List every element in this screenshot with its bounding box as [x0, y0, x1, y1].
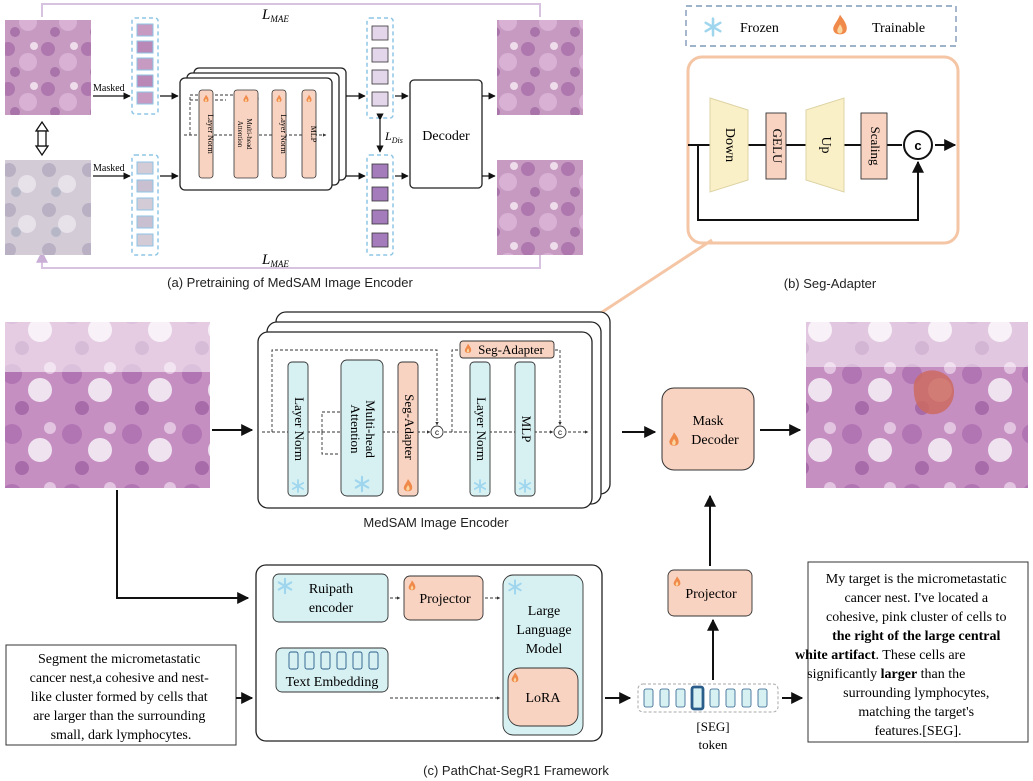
svg-text:Decoder: Decoder: [691, 433, 739, 448]
svg-text:encoder: encoder: [309, 601, 354, 616]
loss-dis: LDis: [384, 129, 403, 145]
projector-outer: [667, 569, 753, 617]
panel-c: Layer Norm Multi-headAttention Seg-Adapt…: [5, 311, 1029, 778]
svg-text:MLP: MLP: [519, 416, 534, 443]
panel-a: LMAE LMAE Masked Masked: [5, 3, 583, 290]
scaling-block: [860, 112, 888, 180]
mlp-block-a: [301, 89, 317, 179]
svg-text:Down: Down: [722, 128, 737, 162]
attention-block-a: [233, 89, 259, 179]
masked-patches-bottom: [131, 154, 159, 256]
c-circle-icon: [430, 425, 444, 439]
c-circle-icon: [553, 425, 567, 439]
up-block: [805, 97, 845, 193]
svg-text:Seg-Adapter: Seg-Adapter: [402, 394, 417, 460]
down-block: [709, 97, 749, 193]
mae-loop-bottom: [36, 245, 541, 269]
input-image-top: [5, 20, 91, 115]
prompt-box: [5, 644, 237, 746]
caption-a: (a) Pretraining of MedSAM Image Encoder: [167, 275, 413, 290]
svg-text:Projector: Projector: [419, 592, 471, 607]
svg-text:Layer Norm: Layer Norm: [279, 114, 288, 154]
layer-norm-block-a1: [198, 89, 214, 179]
seg-token-sublabel: token: [699, 737, 728, 752]
masked-patches-top: [131, 17, 159, 115]
svg-text:Projector: Projector: [685, 587, 737, 602]
response-text: My target is the micrometastatic cancer …: [795, 572, 1010, 739]
features-bottom: [366, 154, 394, 256]
ruipath-encoder: [272, 573, 389, 623]
mlp-block-c: [514, 361, 536, 497]
svg-text:Model: Model: [526, 642, 563, 657]
c-circle-icon: [903, 130, 933, 160]
svg-text:c: c: [914, 138, 921, 153]
legend: Frozen Trainable: [685, 5, 957, 47]
embedding-tokens: [288, 651, 379, 670]
svg-text:Seg-Adapter: Seg-Adapter: [478, 342, 544, 357]
svg-text:LoRA: LoRA: [526, 691, 562, 706]
seg-adapter-block-c: [397, 361, 419, 497]
segmentation-mask: [913, 370, 955, 415]
svg-text:Scaling: Scaling: [868, 127, 883, 166]
svg-text:Layer Norm: Layer Norm: [474, 397, 489, 461]
svg-text:c: c: [435, 428, 439, 437]
seg-token-label: [SEG]: [696, 719, 729, 734]
svg-text:Up: Up: [818, 136, 833, 153]
mae-loop-top: [41, 3, 541, 17]
patch-stack-top: [136, 23, 154, 105]
svg-text:Text Embedding: Text Embedding: [286, 675, 379, 690]
prompt-text: Segment the micrometastatic cancer nest,…: [30, 652, 213, 743]
layer-norm-block-a2: [271, 89, 287, 179]
caption-c: (c) PathChat-SegR1 Framework: [423, 763, 609, 778]
response-box: [807, 561, 1029, 743]
svg-text:Language: Language: [516, 623, 571, 638]
input-image-bottom: [5, 160, 91, 255]
encoder-label: MedSAM Image Encoder: [363, 515, 509, 530]
medsam-blocks: Layer Norm Multi-headAttention Seg-Adapt…: [287, 359, 536, 497]
patch-stack-bottom: [136, 161, 154, 247]
mask-decoder: [661, 387, 755, 471]
svg-text:Mask: Mask: [692, 414, 723, 429]
svg-text:MLP: MLP: [309, 126, 318, 143]
masked-label-bottom: Masked: [93, 163, 125, 174]
gelu-block: [765, 112, 787, 180]
svg-text:Decoder: Decoder: [422, 129, 470, 144]
legend-trainable: Trainable: [872, 21, 925, 36]
legend-frozen: Frozen: [740, 21, 779, 36]
svg-text:Large: Large: [528, 604, 560, 619]
projector-inner: [403, 575, 484, 621]
loss-mae-bottom: LMAE: [261, 252, 289, 269]
feature-stack-top: [371, 25, 389, 107]
output-token-seq: [637, 683, 779, 713]
output-tokens: [643, 685, 768, 711]
svg-text:Layer Norm: Layer Norm: [206, 114, 215, 154]
seg-token: [690, 685, 705, 711]
encoder-a-blocks: Layer Norm Multi-headAttention Layer Nor…: [198, 89, 318, 179]
masked-label-top: Masked: [93, 83, 125, 94]
loss-mae-top: LMAE: [261, 7, 289, 24]
svg-text:GELU: GELU: [770, 129, 785, 164]
lora-block: [507, 667, 579, 727]
svg-text:Ruipath: Ruipath: [309, 582, 353, 597]
caption-b: (b) Seg-Adapter: [784, 276, 877, 291]
svg-text:Multi-headAttention: Multi-headAttention: [348, 400, 378, 458]
seg-adapter-tag: [459, 340, 555, 359]
attention-block-c: [340, 359, 384, 497]
panel-b: Down GELU Up Scaling c (b) Seg-Adapter: [686, 55, 960, 291]
layer-norm-block-c2: [469, 361, 491, 497]
decoder-a: [409, 79, 483, 189]
recon-image-bottom: [497, 160, 583, 255]
svg-text:Layer Norm: Layer Norm: [292, 397, 307, 461]
layer-norm-block-c1: [287, 361, 309, 497]
recon-image-top: [497, 20, 583, 115]
svg-text:Multi-headAttention: Multi-headAttention: [236, 118, 253, 150]
legend-box: [685, 5, 957, 47]
feature-stack-bottom: [371, 163, 389, 248]
svg-text:c: c: [558, 428, 562, 437]
